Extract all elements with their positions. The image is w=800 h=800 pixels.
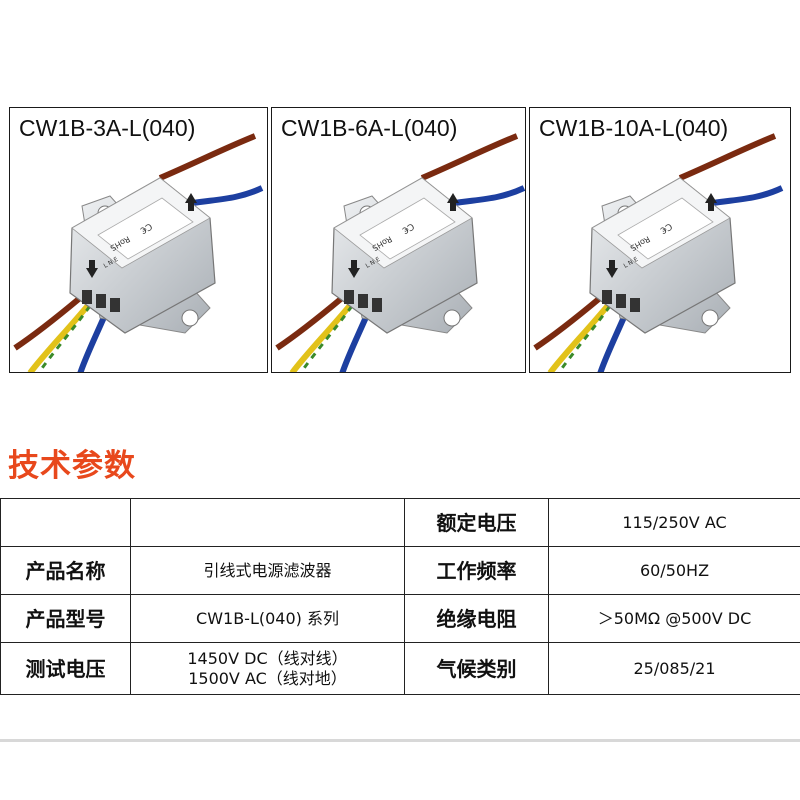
spec-key: 产品名称 — [0, 546, 131, 595]
table-row: 产品型号 CW1B-L(040) 系列 绝缘电阻 ＞50MΩ @500V DC — [0, 594, 800, 643]
spec-value: ＞50MΩ @500V DC — [548, 594, 800, 643]
table-row: 额定电压 115/250V AC — [0, 498, 800, 547]
spec-key: 绝缘电阻 — [404, 594, 549, 643]
spec-key: 额定电压 — [404, 498, 549, 547]
section-title: 技术参数 — [8, 448, 136, 484]
spec-key: 产品型号 — [0, 594, 131, 643]
spec-key: 工作频率 — [404, 546, 549, 595]
product-label: CW1B-6A-L(040) — [281, 115, 458, 141]
divider — [0, 739, 800, 742]
filter-device-image: RoHS C€ L N E — [533, 133, 784, 372]
table-row: 产品名称 引线式电源滤波器 工作频率 60/50HZ — [0, 546, 800, 595]
spec-value-line: 1500V AC（线对地） — [188, 668, 347, 688]
product-label: CW1B-10A-L(040) — [539, 115, 729, 141]
spec-table: 额定电压 115/250V AC 产品名称 引线式电源滤波器 工作频率 60/5… — [0, 498, 800, 695]
table-row: 测试电压 1450V DC（线对线） 1500V AC（线对地） 气候类别 25… — [0, 642, 800, 695]
spec-value-line: 1450V DC（线对线） — [187, 649, 348, 669]
spec-key: 气候类别 — [404, 642, 549, 695]
spec-value: 25/085/21 — [548, 642, 800, 695]
spec-value — [130, 498, 405, 547]
spec-value: 1450V DC（线对线） 1500V AC（线对地） — [130, 642, 405, 695]
product-label: CW1B-3A-L(040) — [19, 115, 196, 141]
spec-value: 60/50HZ — [548, 546, 800, 595]
spec-key — [0, 498, 131, 547]
spec-value: 115/250V AC — [548, 498, 800, 547]
filter-device-image: RoHS C€ L N E — [13, 133, 264, 372]
filter-device-image: RoHS C€ L N E — [275, 133, 525, 372]
product-panel-2: CW1B-6A-L(040) RoHS C€ L N E — [271, 107, 526, 373]
product-panel-1: CW1B-3A-L(040) RoHS C€ L N E — [9, 107, 268, 373]
spec-value: 引线式电源滤波器 — [130, 546, 405, 595]
product-panel-3: CW1B-10A-L(040) RoHS C€ L N E — [529, 107, 791, 373]
spec-key: 测试电压 — [0, 642, 131, 695]
spec-value: CW1B-L(040) 系列 — [130, 594, 405, 643]
